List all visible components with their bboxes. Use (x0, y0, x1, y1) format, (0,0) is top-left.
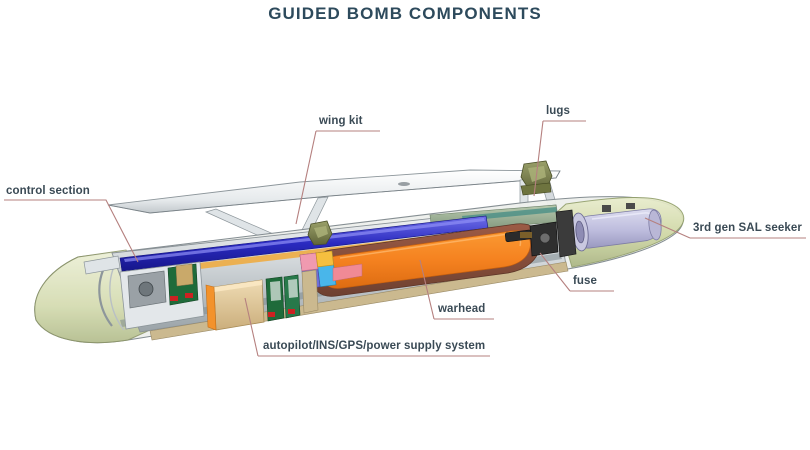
avionics-box-top-highlight (214, 280, 262, 292)
callout-label-warhead: warhead (438, 303, 486, 315)
wing-hardpoint (398, 182, 410, 186)
seeker-dome-window (648, 209, 662, 241)
seeker-electronics-housing (555, 209, 577, 258)
callout-label-wing-kit: wing kit (319, 115, 363, 127)
pcb-component-block-1 (270, 281, 281, 301)
pcb-connector-red-1 (268, 312, 275, 317)
fuse-safe-arm-device (520, 232, 532, 238)
module-block-pink (299, 252, 319, 272)
seeker-assembly (555, 203, 662, 258)
actuator-motor (138, 281, 154, 297)
leader-autopilot (244, 297, 490, 357)
control-section-assembly (83, 255, 205, 331)
callout-label-lugs: lugs (546, 105, 571, 117)
leader-warhead (419, 259, 494, 320)
pcb-component-block-2 (288, 279, 298, 298)
leader-fuse (539, 252, 614, 292)
wire-harness-highlight (124, 218, 485, 262)
lug-forward-highlight (314, 226, 328, 238)
pcb-connector-red-2 (288, 309, 295, 314)
seeker-mount-lug-aft (626, 203, 635, 209)
callout-label-autopilot: autopilot/INS/GPS/power supply system (263, 340, 486, 352)
fuse-booster (539, 232, 551, 244)
electronics-bay (205, 250, 363, 331)
leader-lugs (533, 120, 586, 197)
callout-label-sal-seeker: 3rd gen SAL seeker (693, 222, 802, 234)
callout-leader-lines (4, 120, 806, 357)
seeker-gimbal-hub (575, 220, 585, 244)
leader-wing-kit (295, 130, 380, 225)
control-connector-red-1 (170, 296, 178, 301)
avionics-bulkhead-orange (205, 284, 217, 331)
tail-ring-frame (98, 267, 113, 327)
lug-base-plate (520, 182, 552, 196)
module-wedge-salmon (332, 263, 363, 282)
callout-label-control-section: control section (6, 185, 90, 197)
control-connector-red-2 (185, 293, 193, 298)
tail-fin-mount (83, 255, 121, 275)
control-module-tan (175, 263, 194, 287)
leader-control-section (4, 199, 139, 263)
fuse-assembly (520, 221, 559, 257)
page-title: GUIDED BOMB COMPONENTS (268, 4, 542, 23)
seeker-mount-lug-fwd (602, 205, 611, 212)
wing-leading-edge (107, 170, 561, 214)
callout-label-fuse: fuse (573, 275, 598, 287)
leader-sal-seeker (644, 217, 806, 239)
module-block-amber (315, 250, 334, 268)
bay-bulkhead (301, 269, 319, 314)
